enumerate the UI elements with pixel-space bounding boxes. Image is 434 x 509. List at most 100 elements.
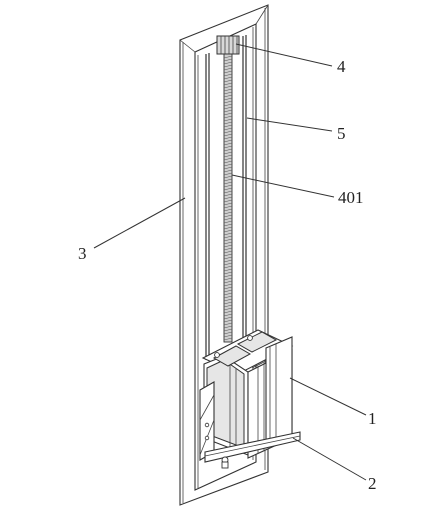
screw-thread bbox=[223, 145, 233, 149]
screw-thread bbox=[223, 133, 233, 137]
screw-thread bbox=[223, 211, 233, 215]
screw-thread bbox=[223, 184, 233, 188]
callout-carriage-box: 1 bbox=[368, 409, 377, 428]
screw-thread bbox=[223, 199, 233, 203]
screw-thread bbox=[223, 217, 233, 221]
screw-thread bbox=[223, 112, 233, 116]
screw-thread bbox=[223, 67, 233, 71]
screw-thread bbox=[223, 166, 233, 170]
screw-thread bbox=[223, 178, 233, 182]
screw-thread bbox=[223, 304, 233, 308]
screw-thread bbox=[223, 301, 233, 305]
screw-thread bbox=[223, 175, 233, 179]
screw-thread bbox=[223, 154, 233, 158]
screw-thread bbox=[223, 124, 233, 128]
callout-motor: 4 bbox=[337, 57, 346, 76]
screw-thread bbox=[223, 127, 233, 131]
screw-thread bbox=[223, 109, 233, 113]
callout-guide-rod: 5 bbox=[337, 124, 346, 143]
screw-thread bbox=[223, 208, 233, 212]
screw-thread bbox=[223, 79, 233, 83]
screw-thread bbox=[223, 271, 233, 275]
screw-thread bbox=[223, 73, 233, 77]
screw-thread bbox=[223, 106, 233, 110]
screw-thread bbox=[223, 55, 233, 59]
screw-thread bbox=[223, 151, 233, 155]
screw-thread bbox=[223, 295, 233, 299]
screw-thread bbox=[223, 313, 233, 317]
callout-base-plate: 2 bbox=[368, 474, 377, 493]
screw-thread bbox=[223, 289, 233, 293]
screw-thread bbox=[223, 220, 233, 224]
screw-thread bbox=[223, 205, 233, 209]
screw-thread bbox=[223, 319, 233, 323]
screw-thread bbox=[223, 286, 233, 290]
screw-thread bbox=[223, 85, 233, 89]
screw-thread bbox=[223, 91, 233, 95]
screw-thread bbox=[223, 268, 233, 272]
screw-thread bbox=[223, 172, 233, 176]
screw-thread bbox=[223, 64, 233, 68]
screw-thread bbox=[223, 100, 233, 104]
screw-thread bbox=[223, 274, 233, 278]
screw-thread bbox=[223, 121, 233, 125]
screw-thread bbox=[223, 247, 233, 251]
screw-thread bbox=[223, 103, 233, 107]
screw-thread bbox=[223, 118, 233, 122]
screw-thread bbox=[223, 193, 233, 197]
screw-thread bbox=[223, 139, 233, 143]
screw-thread bbox=[223, 115, 233, 119]
screw-thread bbox=[223, 196, 233, 200]
screw-thread bbox=[223, 187, 233, 191]
leader-lines bbox=[93, 43, 367, 481]
screw-thread bbox=[223, 70, 233, 74]
screw-thread bbox=[223, 277, 233, 281]
screw-thread bbox=[223, 259, 233, 263]
screw-thread bbox=[223, 256, 233, 260]
screw-thread bbox=[223, 130, 233, 134]
screw-thread bbox=[223, 160, 233, 164]
screw-thread bbox=[223, 244, 233, 248]
screw-thread bbox=[223, 316, 233, 320]
screw-thread bbox=[223, 334, 233, 338]
screw-thread bbox=[223, 241, 233, 245]
screw-thread bbox=[223, 214, 233, 218]
screw-thread bbox=[223, 94, 233, 98]
screw-thread bbox=[223, 181, 233, 185]
screw-thread bbox=[223, 235, 233, 239]
screw-thread bbox=[223, 265, 233, 269]
screw-thread bbox=[223, 280, 233, 284]
screw-thread bbox=[223, 229, 233, 233]
screw-thread bbox=[223, 328, 233, 332]
screw-thread bbox=[223, 163, 233, 167]
screw-thread bbox=[223, 283, 233, 287]
base-plate bbox=[204, 431, 301, 469]
screw-thread bbox=[223, 142, 233, 146]
screw-thread bbox=[223, 226, 233, 230]
screw-thread bbox=[223, 148, 233, 152]
screw-thread bbox=[223, 232, 233, 236]
guide-rod bbox=[205, 35, 247, 360]
screw-thread bbox=[223, 61, 233, 65]
screw-thread bbox=[223, 136, 233, 140]
screw-thread bbox=[223, 337, 233, 341]
carriage-box bbox=[199, 329, 294, 461]
screw-thread bbox=[223, 310, 233, 314]
screw-thread bbox=[223, 190, 233, 194]
screw-thread bbox=[223, 298, 233, 302]
screw-thread bbox=[223, 238, 233, 242]
screw-thread bbox=[223, 253, 233, 257]
screw-thread bbox=[223, 223, 233, 227]
screw-thread bbox=[223, 82, 233, 86]
screw-thread bbox=[223, 331, 233, 335]
lead-screw bbox=[223, 51, 233, 343]
screw-thread bbox=[223, 58, 233, 62]
callout-lead-screw: 401 bbox=[338, 188, 364, 207]
screw-thread bbox=[223, 325, 233, 329]
screw-thread bbox=[223, 76, 233, 80]
screw-thread bbox=[223, 250, 233, 254]
screw-thread bbox=[223, 292, 233, 296]
motor bbox=[216, 35, 240, 55]
callout-frame: 3 bbox=[78, 244, 87, 263]
